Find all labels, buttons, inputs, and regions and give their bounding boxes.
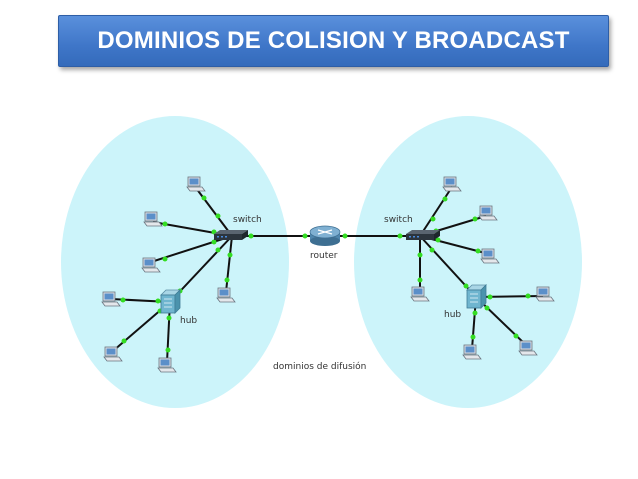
hub-icon: [466, 284, 487, 309]
left-hub-label: hub: [180, 316, 197, 326]
link-status-dots: [120, 195, 531, 353]
left-switch-label: switch: [233, 215, 262, 225]
right-switch-label: switch: [384, 215, 413, 225]
switch-icon: [214, 230, 248, 240]
switch-icon: [406, 230, 440, 240]
router-icon: [309, 225, 341, 247]
left-broadcast-domain: [61, 116, 289, 408]
slide-title: DOMINIOS DE COLISION Y BROADCAST: [97, 27, 570, 54]
title-banner: DOMINIOS DE COLISION Y BROADCAST: [58, 15, 609, 67]
domain-caption: dominios de difusión: [273, 361, 366, 372]
router-label: router: [310, 251, 338, 261]
right-broadcast-domain: [354, 116, 582, 408]
right-hub-label: hub: [444, 310, 461, 320]
hub-icon: [160, 289, 181, 314]
